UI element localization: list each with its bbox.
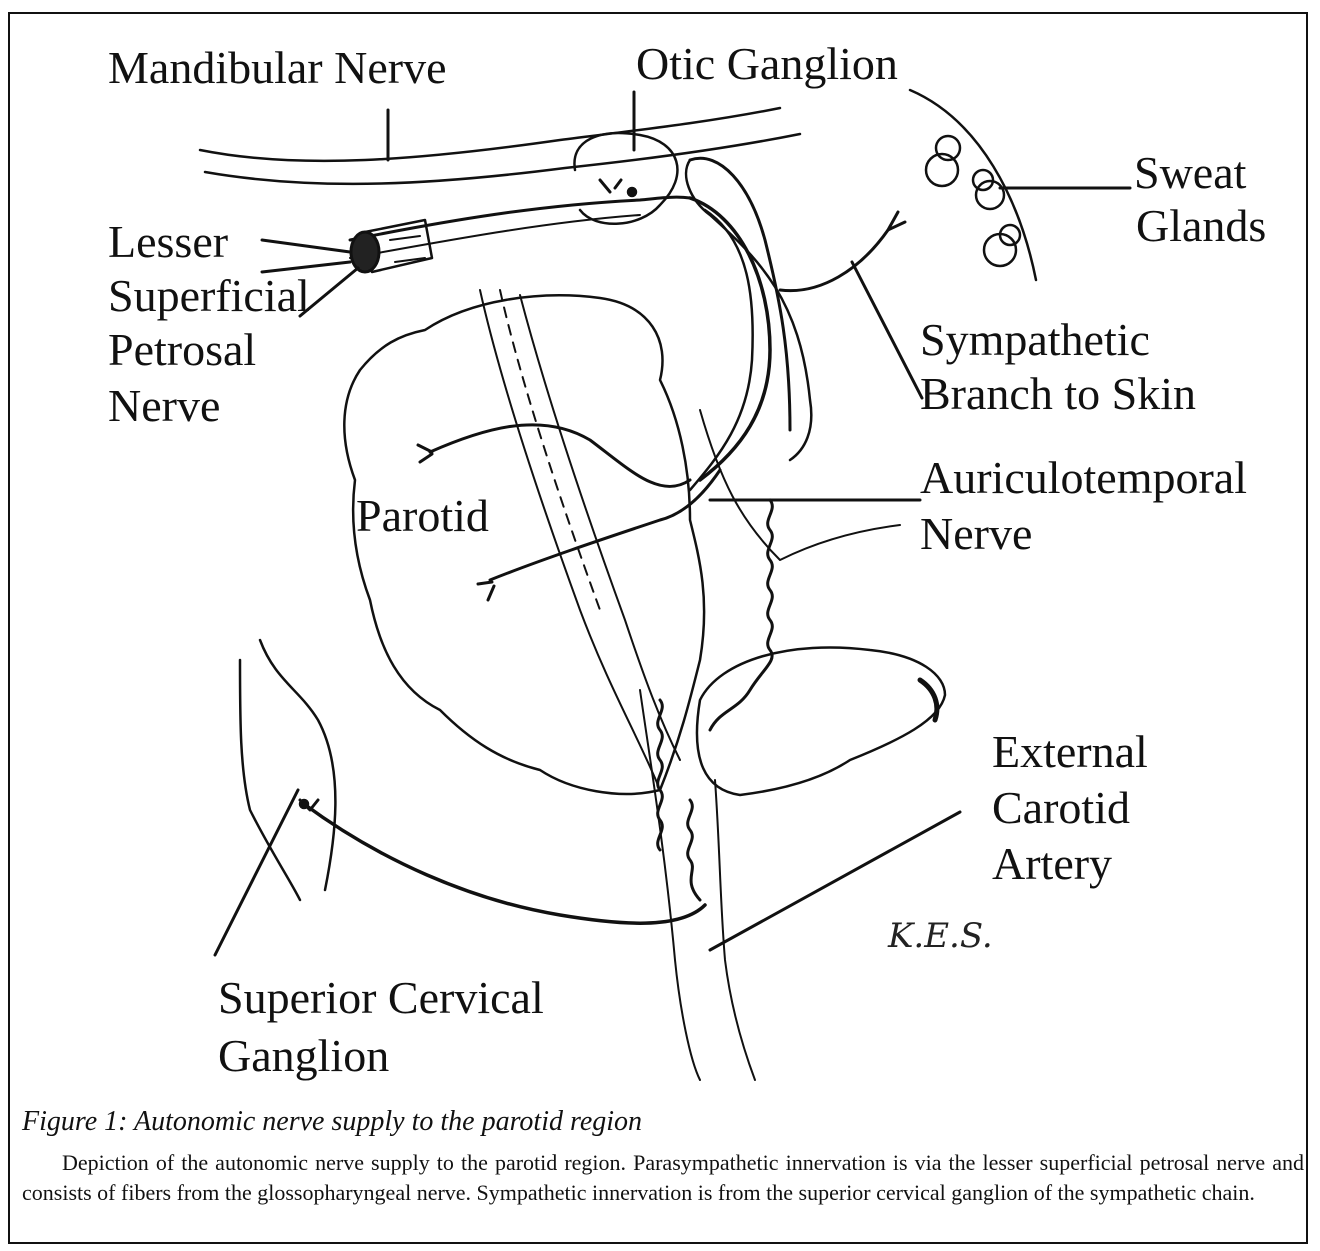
label-auriculotemporal-line2: Nerve [920,506,1032,562]
auriculotemporal-nerve-drawing [686,158,811,490]
label-external-carotid-line1: External [992,724,1148,780]
label-sweat-glands-line1: Sweat [1134,145,1246,201]
label-external-carotid-line3: Artery [992,836,1112,892]
external-carotid-artery-drawing [658,500,773,900]
label-lesser-line3: Petrosal [108,322,256,378]
figure-caption-body: Depiction of the autonomic nerve supply … [22,1148,1304,1208]
label-auriculotemporal-line1: Auriculotemporal [920,450,1247,506]
lesser-petrosal-nerve-drawing [350,197,690,272]
parotid-gland-drawing [344,295,704,794]
label-superior-cervical-line1: Superior Cervical [218,970,544,1026]
label-sympathetic-line2: Branch to Skin [920,366,1196,422]
sympathetic-branch-drawing [780,212,905,291]
artist-signature: K.E.S. [888,916,993,956]
superior-cervical-ganglion-drawing [240,640,705,923]
label-sympathetic-line1: Sympathetic [920,312,1150,368]
label-external-carotid-line2: Carotid [992,780,1130,836]
label-mandibular-nerve: Mandibular Nerve [108,40,447,96]
anatomy-illustration [0,0,1320,1100]
label-parotid: Parotid [356,488,489,544]
otic-ganglion-drawing [574,133,677,224]
label-sweat-glands-line2: Glands [1136,198,1266,254]
label-otic-ganglion: Otic Ganglion [636,36,898,92]
retromandibular-channel [480,290,680,790]
figure-caption-title: Figure 1: Autonomic nerve supply to the … [22,1106,642,1138]
label-lesser-line2: Superficial [108,268,310,324]
sweat-glands-drawing [910,90,1036,280]
mandibular-nerve-drawing [200,108,800,184]
label-superior-cervical-line2: Ganglion [218,1028,389,1084]
auricle-contour [700,410,900,560]
label-lesser-line4: Nerve [108,378,220,434]
accessory-lobe-drawing [697,647,945,795]
label-lesser-line1: Lesser [108,214,228,270]
